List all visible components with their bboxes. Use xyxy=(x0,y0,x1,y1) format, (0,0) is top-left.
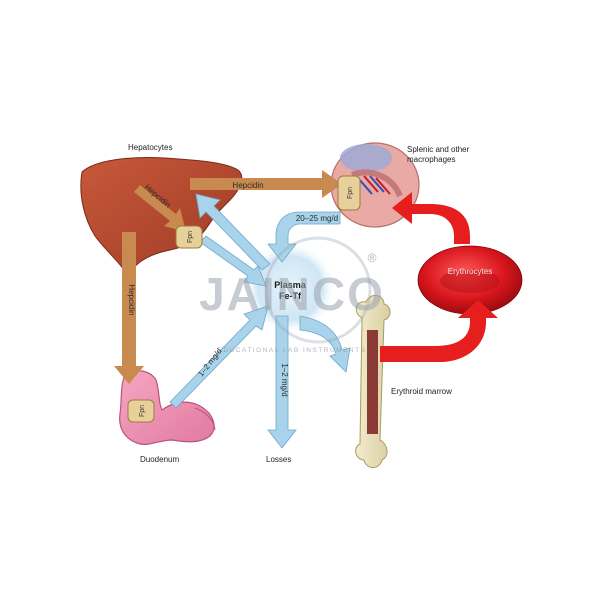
rate-losses-label: 1–2 mg/d xyxy=(280,363,289,396)
fpn-duodenum: Fpn xyxy=(127,399,155,423)
splenic-label-line1: Splenic and other xyxy=(407,145,470,154)
iron-flow-arrows xyxy=(169,193,351,449)
rate-macrophage-label: 20–25 mg/d xyxy=(296,214,338,223)
splenic-label-line2: macrophages xyxy=(407,155,455,164)
hepcidin-top-label: Hepcidin xyxy=(232,181,263,190)
fpn-macrophage-label: Fpn xyxy=(347,187,354,199)
watermark-registered-icon: ® xyxy=(368,251,377,265)
plasma-label-line2: Fe-Tf xyxy=(279,291,302,301)
plasma-label-line1: Plasma xyxy=(274,280,307,290)
hepcidin-vert-label: Hepcidin xyxy=(127,284,136,315)
fpn-duodenum-label: Fpn xyxy=(139,405,146,417)
hepcidin-arrows xyxy=(114,170,342,384)
rbc-cycle-arrows xyxy=(380,192,498,362)
erythrocytes-label: Erythrocytes xyxy=(448,267,492,276)
duodenum-label: Duodenum xyxy=(140,455,179,464)
fpn-liver-label: Fpn xyxy=(187,231,194,243)
duodenum-shape xyxy=(119,370,215,446)
watermark: JAINCO EDUCATIONAL LAB INSTRUMENTS ® xyxy=(199,236,385,354)
erythroid-marrow-label: Erythroid marrow xyxy=(391,387,452,396)
fpn-macrophage: Fpn xyxy=(337,175,361,211)
watermark-brand: JAINCO xyxy=(199,268,385,320)
losses-label: Losses xyxy=(266,455,291,464)
watermark-tagline: EDUCATIONAL LAB INSTRUMENTS xyxy=(218,347,367,354)
hepatocytes-label: Hepatocytes xyxy=(128,143,172,152)
bone-shape xyxy=(355,295,391,468)
fpn-liver: Fpn xyxy=(175,225,203,249)
